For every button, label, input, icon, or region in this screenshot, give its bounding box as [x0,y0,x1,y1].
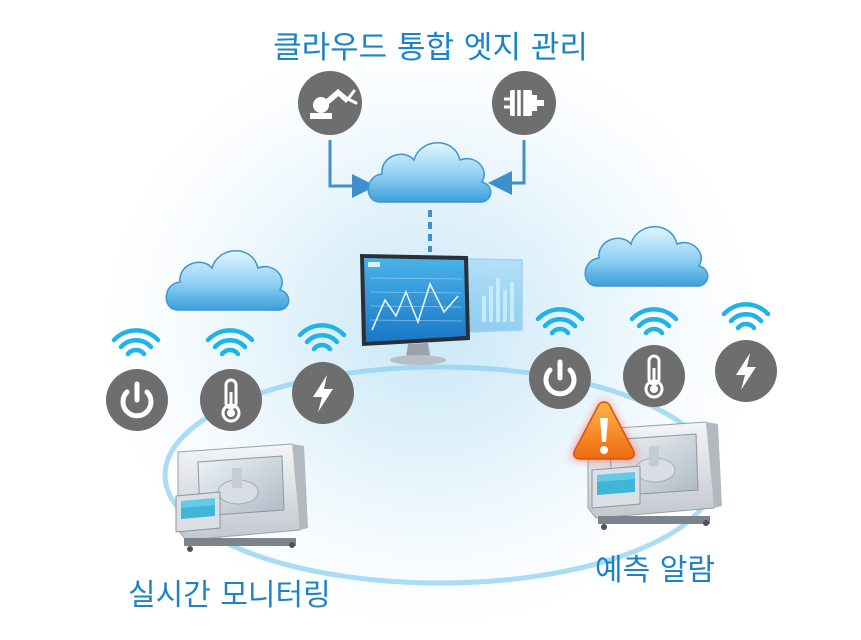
right-section-label: 예측 알람 [595,553,715,588]
motor-icon [492,71,556,135]
power-icon-right [529,347,591,409]
left-section-label: 실시간 모니터링 [128,578,331,613]
warning-icon [572,400,636,460]
wifi-icon-right-2 [632,309,676,333]
top-arrow-right [488,140,526,195]
lightning-icon-right [715,340,777,402]
top-arrow-left [328,140,376,198]
wifi-icon-left-2 [208,330,252,354]
diagram-title: 클라우드 통합 엣지 관리 [273,30,588,66]
machine-left [175,443,308,552]
thermometer-icon-left [200,369,262,431]
right-cloud-icon [584,225,709,287]
lightning-icon-left [292,362,354,424]
power-icon-left [106,369,168,431]
thermometer-icon-right [623,345,685,407]
wifi-icon-right-1 [538,309,582,333]
wifi-icon-right-3 [724,304,768,328]
robot-arm-icon [298,71,362,135]
left-cloud-icon [165,249,290,311]
wifi-icon-left-1 [114,330,158,354]
wifi-icon-left-3 [300,325,344,349]
monitor-dashboard [360,254,523,365]
central-cloud-icon [367,141,492,203]
